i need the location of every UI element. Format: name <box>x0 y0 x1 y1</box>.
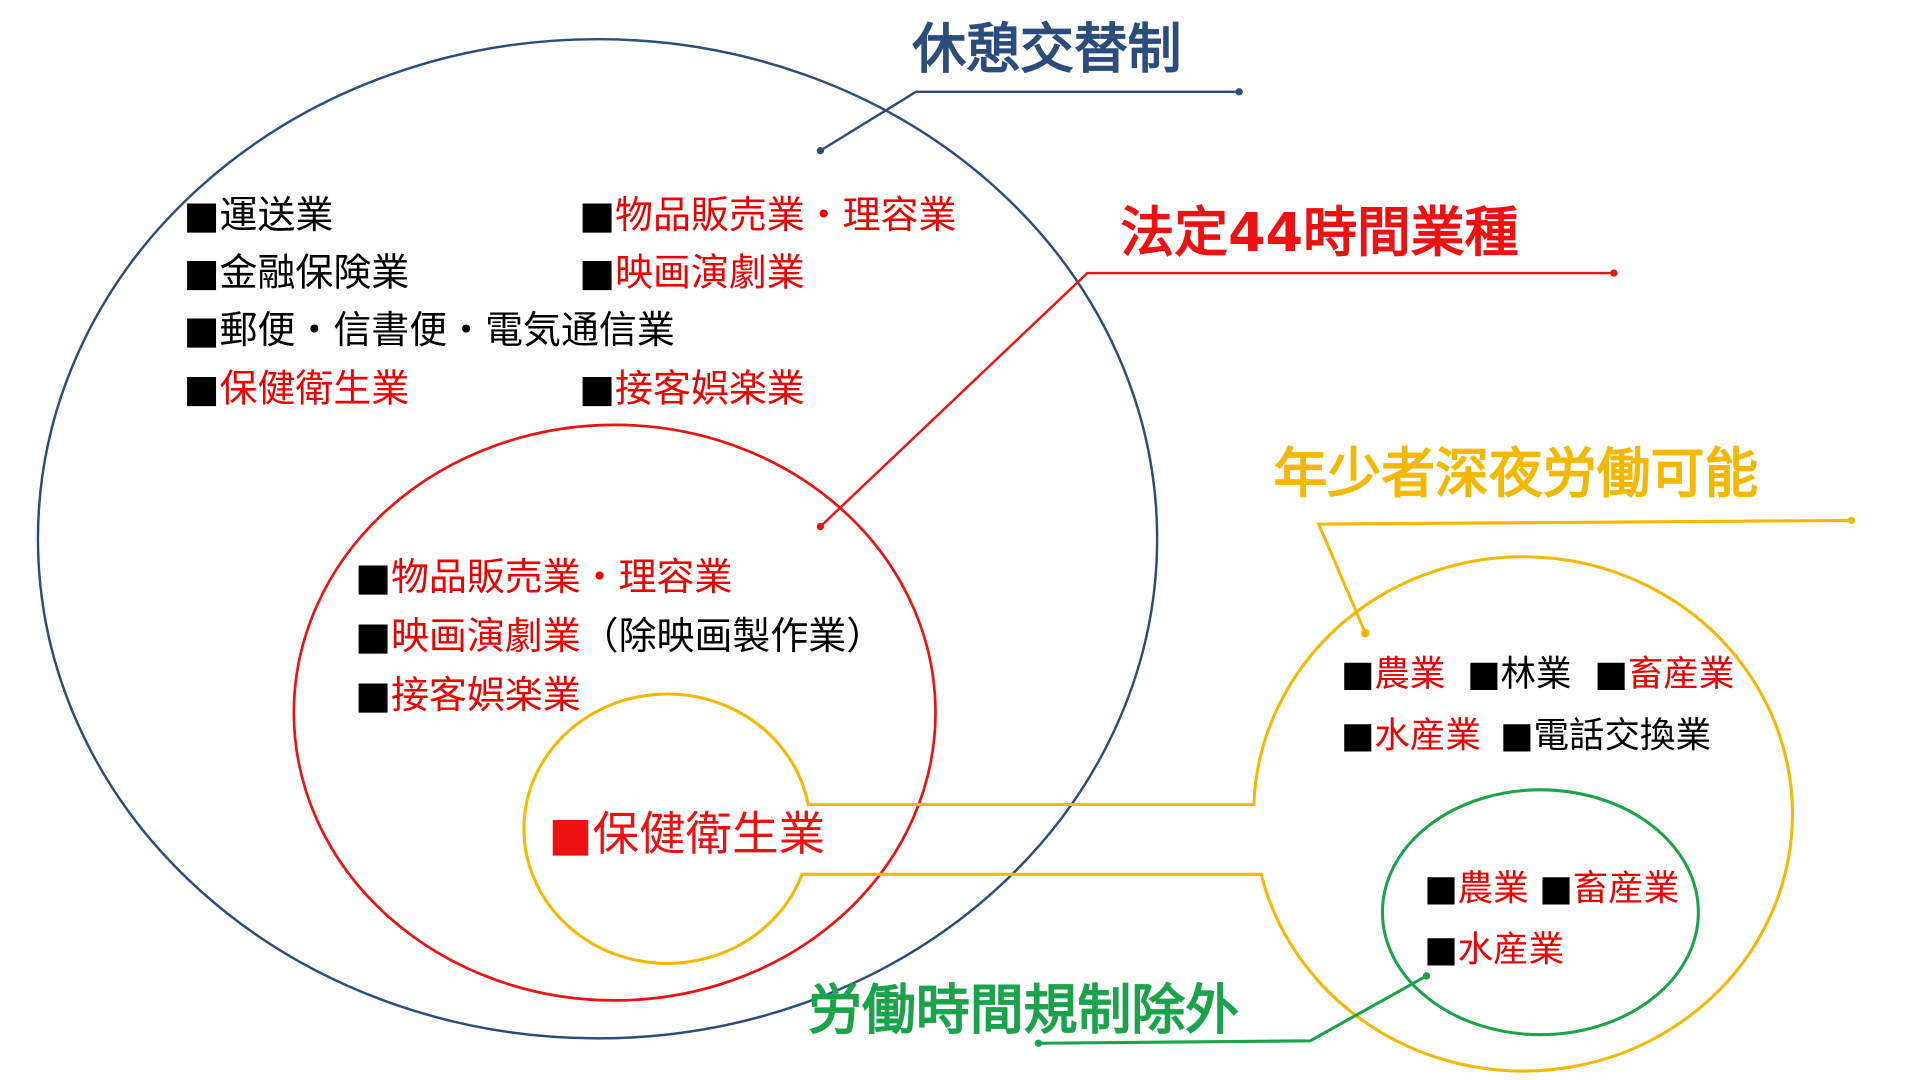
list-item: ■農業 <box>1424 868 1529 909</box>
rest-shift-leader-end <box>1235 88 1243 96</box>
list-item: ■電話交換業 <box>1500 715 1711 756</box>
list-item: ■農業 <box>1341 654 1446 695</box>
list-item: ■水産業 <box>1341 715 1481 756</box>
list-item: ■保健衛生業 <box>184 367 410 411</box>
youth-night-list: ■農業 ■林業 ■畜産業 ■水産業 ■電話交換業 <box>1341 654 1735 756</box>
exempt-title: 労働時間規制除外 <box>808 979 1239 1042</box>
youth-night-leader-end <box>1847 516 1856 525</box>
list-item: ■物品販売業・理容業 <box>355 555 732 599</box>
youth-night-leader-dot <box>1361 628 1370 638</box>
rest-shift-title: 休憩交替制 <box>911 17 1181 80</box>
list-item: ■林業 <box>1467 654 1572 695</box>
exempt-circle <box>1380 788 1700 1037</box>
rest-shift-leader-dot <box>816 146 825 155</box>
list-item: ■映画演劇業（除映画製作業） <box>355 614 884 658</box>
list-item: ■映画演劇業 <box>579 250 805 294</box>
exempt-list: ■農業 ■畜産業 ■水産業 <box>1424 868 1679 970</box>
rest-shift-list: ■運送業 ■金融保険業 ■郵便・信書便・電気通信業 ■保健衛生業 ■物品販売業・… <box>184 193 957 411</box>
list-item: ■運送業 <box>184 193 334 237</box>
exempt-leader-dot <box>1422 972 1431 980</box>
list-item: ■水産業 <box>1424 929 1564 970</box>
list-item: ■畜産業 <box>1539 868 1679 909</box>
youth-night-title: 年少者深夜労働可能 <box>1273 442 1758 505</box>
rest-shift-leader <box>819 90 1240 152</box>
hours44-leader <box>819 271 1614 528</box>
hours44-leader-dot <box>816 522 825 531</box>
hours44-list: ■物品販売業・理容業 ■映画演劇業（除映画製作業） ■接客娯楽業 <box>355 555 884 717</box>
overlap-item: ■保健衛生業 <box>549 807 826 861</box>
exempt-leader <box>1038 974 1428 1045</box>
list-item: ■郵便・信書便・電気通信業 <box>184 308 675 352</box>
hours44-circle <box>292 423 937 1002</box>
youth-night-leader <box>1316 518 1852 634</box>
list-item: ■金融保険業 <box>184 250 410 294</box>
list-item: ■畜産業 <box>1594 654 1734 695</box>
list-item: ■接客娯楽業 <box>579 367 805 411</box>
list-item: ■接客娯楽業 <box>355 673 581 717</box>
hours44-leader-end <box>1610 269 1618 277</box>
hours44-title: 法定44時間業種 <box>1120 201 1518 264</box>
youth-night-region <box>522 555 1794 1073</box>
rest-shift-circle <box>36 37 1159 1040</box>
exempt-leader-end <box>1034 1039 1043 1047</box>
list-item: ■物品販売業・理容業 <box>579 193 956 237</box>
